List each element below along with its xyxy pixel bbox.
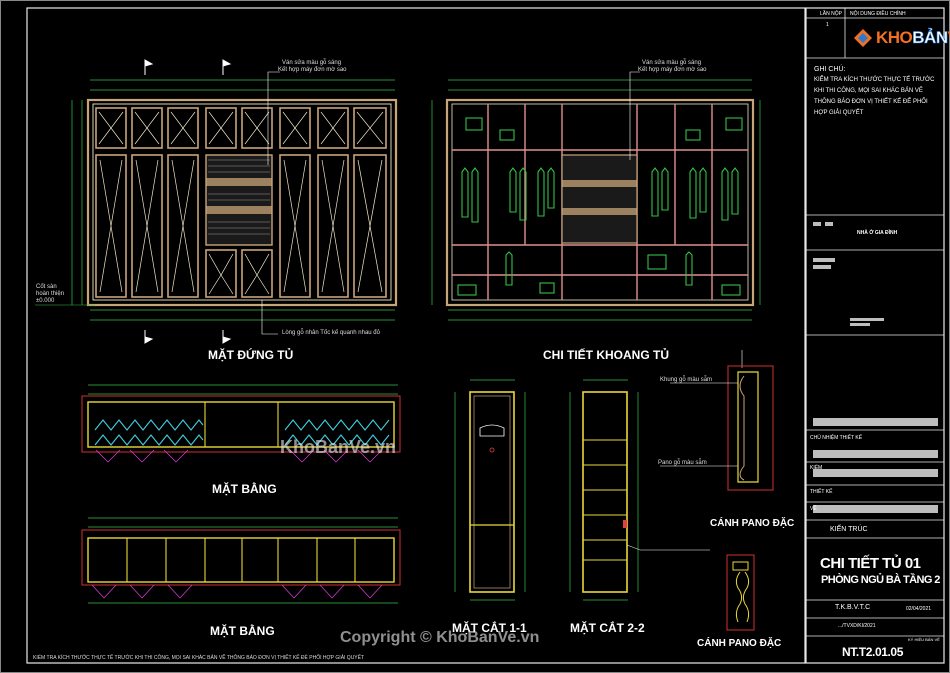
pano-leader-1: Khung gỗ màu sẫm	[660, 377, 713, 383]
pano-detail-2	[726, 554, 755, 631]
sheet-date: 02/04/2021	[906, 606, 932, 612]
pano-leader-2: Pano gỗ màu sẫm	[658, 460, 707, 466]
discipline: KIẾN TRÚC	[830, 526, 868, 533]
footer-note: KIỂM TRA KÍCH THƯỚC THỰC TẾ TRƯỚC KHI TH…	[33, 655, 365, 661]
note-line-3: THÔNG BÁO ĐƠN VỊ THIẾT KẾ ĐỂ PHỐI	[814, 99, 928, 105]
plan-view-1	[81, 384, 401, 463]
pano-detail-1	[660, 350, 774, 491]
sheet-number: NT.T2.01.05	[842, 645, 903, 659]
level-label-c: ±0.000	[36, 298, 55, 304]
drawing-frame	[26, 7, 806, 664]
level-label-a: Cốt sàn	[36, 284, 57, 290]
ve-label: VẼ	[810, 506, 817, 512]
brand-logo: KHOBẢNVẼ	[852, 26, 950, 50]
watermark-center: KhoBanVe.vn	[280, 437, 397, 457]
section-1-1	[454, 379, 526, 601]
view-title-interior: CHI TIẾT KHOANG TỦ	[543, 348, 669, 362]
view-title-plan-1: MẶT BẰNG	[212, 482, 277, 496]
view-title-plan-2: MẶT BẰNG	[210, 624, 275, 638]
logo-mark-icon	[854, 29, 872, 47]
logo-wordmark: KHOBẢNVẼ	[876, 28, 950, 48]
tkbvtc: T.K.B.V.T.C	[835, 604, 871, 611]
drawing-title-1: CHI TIẾT TỦ 01	[820, 555, 921, 572]
plan-view-2	[81, 517, 401, 604]
thiet-ke-label: THIẾT KẾ	[810, 489, 833, 495]
rev-header-2: NỘI DUNG ĐIỀU CHỈNH	[850, 11, 906, 17]
note-line-4: HỢP GIẢI QUYẾT	[814, 110, 864, 116]
level-label-b: hoàn thiện	[36, 291, 65, 297]
int-leader-1: Ván sửa màu gỗ sáng	[642, 60, 702, 66]
title-block-frame	[805, 7, 945, 664]
note-line-1: KIỂM TRA KÍCH THƯỚC THỰC TẾ TRƯỚC	[814, 77, 935, 83]
interior-view	[431, 71, 761, 321]
view-title-section-2: MẶT CẮT 2-2	[570, 621, 645, 635]
note-heading: GHI CHÚ:	[814, 66, 846, 73]
elev-leader-2: Kết hợp máy đơn mờ sao	[278, 67, 347, 73]
rev-header-1: LẦN NỘP	[820, 11, 842, 17]
doc-number: .../TVXD/KI/2021	[838, 623, 876, 629]
chu-nhiem-label: CHỦ NHIỆM THIẾT KẾ	[810, 435, 863, 441]
sheet-label: KÝ HIỆU BẢN VẼ	[908, 637, 940, 642]
project-name: NHÀ Ở GIA ĐÌNH	[857, 230, 898, 236]
watermark-bottom: Copyright © KhoBanVe.vn	[340, 629, 540, 646]
int-leader-2: Kết hợp máy đơn mờ sao	[638, 67, 707, 73]
drawing-title-2: PHÒNG NGỦ BÀ TẦNG 2	[821, 574, 940, 586]
note-line-2: KHI THI CÔNG, MỌI SAI KHÁC BẢN VẼ	[814, 88, 923, 94]
view-title-pano-2: CÁNH PANO ĐẶC	[697, 638, 782, 649]
elevation-view	[35, 59, 398, 344]
elev-leader-1: Ván sửa màu gỗ sáng	[282, 60, 342, 66]
rev-number: 1	[826, 22, 829, 28]
view-title-section-1: MẶT CẮT 1-1	[452, 621, 527, 635]
elev-leader-bottom: Lòng gỗ nhân Tốc kế quanh nhau đỏ	[282, 330, 380, 336]
view-title-elevation: MẶT ĐỨNG TỦ	[208, 348, 294, 362]
section-2-2	[569, 379, 710, 601]
view-title-pano-1: CÁNH PANO ĐẶC	[710, 518, 795, 529]
kiem-label: KIỂM	[810, 465, 823, 471]
